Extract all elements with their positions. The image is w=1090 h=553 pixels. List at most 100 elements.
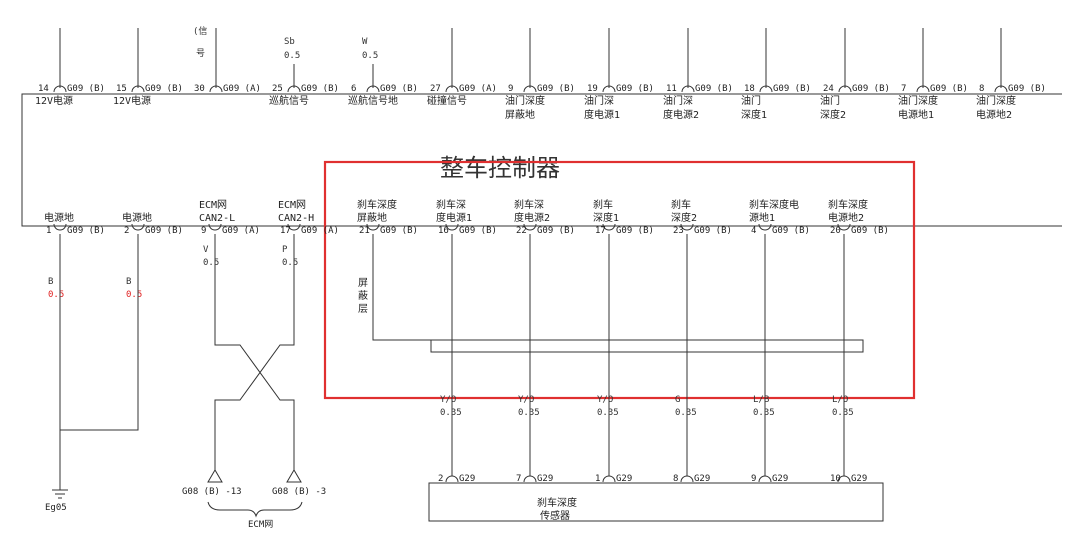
bottom-pin-conn: G09 (B) <box>772 226 810 236</box>
wire-size: 0.35 <box>753 408 775 418</box>
connector-arc-icon <box>758 475 772 483</box>
bottom-pin-label-1: 刹车深 <box>436 198 466 211</box>
ecm-connector-1-label: G08 (B) -13 <box>182 487 242 497</box>
wire-size: 0.5 <box>203 258 219 268</box>
ground-label: Eg05 <box>45 503 67 513</box>
bottom-pin-number: 17 <box>280 226 291 236</box>
connector-arc-icon <box>680 223 694 231</box>
bottom-pin-label-2: CAN2-L <box>199 213 235 224</box>
bottom-pin-label-2: 深度2 <box>671 211 697 224</box>
top-pin-conn: G09 (B) <box>695 84 733 94</box>
top-pin-number: 27 <box>430 84 441 94</box>
bottom-pin-conn: G09 (B) <box>537 226 575 236</box>
connector-arc-icon <box>602 223 616 231</box>
top-wire-label-1: (信 <box>193 25 207 37</box>
bottom-pin-conn: G09 (B) <box>616 226 654 236</box>
wire-size: 0.5 <box>282 258 298 268</box>
top-pin-conn: G09 (B) <box>852 84 890 94</box>
wire-color: G <box>675 395 680 405</box>
wire-size: 0.35 <box>518 408 540 418</box>
bottom-pin-label-2: 深度1 <box>593 211 619 224</box>
top-pin-number: 30 <box>194 84 205 94</box>
wire-color: V <box>203 245 209 255</box>
ground-symbol-icon <box>52 489 68 499</box>
top-pin-label-1: 12V电源 <box>35 94 73 107</box>
connector-arc-icon <box>445 85 459 93</box>
connector-arc-icon <box>131 223 145 231</box>
top-pin-conn: G09 (B) <box>67 84 105 94</box>
sensor-pin-conn: G29 <box>851 474 867 484</box>
wire-size: 0.5 <box>126 290 142 300</box>
connector-arc-icon <box>366 85 380 93</box>
top-pin-number: 18 <box>744 84 755 94</box>
top-pin-number: 6 <box>351 84 356 94</box>
wire-color: P <box>282 245 288 255</box>
wire-size: 0.35 <box>440 408 462 418</box>
bottom-pin-conn: G09 (A) <box>222 226 260 236</box>
top-pin-number: 8 <box>979 84 984 94</box>
connector-arc-icon <box>523 223 537 231</box>
brake-sensor-box <box>428 482 884 522</box>
can-h-wire <box>214 234 295 470</box>
bottom-pin-conn: G09 (B) <box>145 226 183 236</box>
sensor-pin-conn: G29 <box>616 474 632 484</box>
bottom-pin-label-2: 度电源2 <box>514 211 550 224</box>
controller-outline <box>21 93 1062 227</box>
bottom-pin-number: 21 <box>359 226 370 236</box>
top-pin-label-1: 油门深 <box>584 94 614 107</box>
can-l-wire <box>214 234 295 470</box>
highlight-box <box>323 160 916 400</box>
top-pin-label-2: 电源地1 <box>898 108 934 121</box>
bottom-pin-label-2: 电源地 <box>122 211 152 224</box>
top-pin-conn: G09 (B) <box>145 84 183 94</box>
shield-label-2: 蔽 <box>358 290 368 302</box>
top-pin-number: 19 <box>587 84 598 94</box>
top-pin-label-1: 油门 <box>820 94 840 107</box>
connector-arc-icon <box>209 85 223 93</box>
top-pin-label-2: 深度2 <box>820 108 846 121</box>
connector-arc-icon <box>837 475 851 483</box>
ecm-connector-2-label: G08 (B) -3 <box>272 487 326 497</box>
bottom-pin-label-2: 电源地 <box>44 211 74 224</box>
top-pin-conn: G09 (B) <box>1008 84 1046 94</box>
top-pin-label-1: 巡航信号地 <box>348 94 398 107</box>
sensor-label-2: 传感器 <box>540 509 570 522</box>
top-pin-label-1: 巡航信号 <box>269 94 309 107</box>
bottom-pin-label-1: 刹车深度 <box>357 198 397 211</box>
bottom-pin-label-2: 度电源1 <box>436 211 472 224</box>
shield-label-3: 层 <box>358 303 368 315</box>
connector-arc-icon <box>916 85 930 93</box>
sensor-pin-conn: G29 <box>694 474 710 484</box>
connector-arc-icon <box>445 475 459 483</box>
sensor-pin-number: 1 <box>595 474 600 484</box>
top-pin-label-1: 碰撞信号 <box>427 94 467 107</box>
bottom-pin-label-2: 源地1 <box>749 211 775 224</box>
top-pin-conn: G09 (B) <box>380 84 418 94</box>
sensor-pin-conn: G29 <box>772 474 788 484</box>
wire-color: Y/O <box>440 395 456 405</box>
wire-color: L/B <box>753 395 769 405</box>
top-wire-label-6: 0.5 <box>362 51 378 61</box>
sensor-label-1: 刹车深度 <box>537 496 577 509</box>
connector-arc-icon <box>681 85 695 93</box>
top-pin-number: 15 <box>116 84 127 94</box>
top-pin-conn: G09 (B) <box>301 84 339 94</box>
bottom-pin-label-2: CAN2-H <box>278 213 314 224</box>
bottom-pin-label-1: 刹车深度 <box>828 198 868 211</box>
bottom-pin-label-1: 刹车深度电 <box>749 198 799 211</box>
ecm-connector-2-icon <box>286 469 302 483</box>
bottom-pin-label-1: ECM网 <box>199 199 227 211</box>
sensor-pin-number: 10 <box>830 474 841 484</box>
sensor-pin-number: 8 <box>673 474 678 484</box>
bottom-pin-label-1: 刹车深 <box>514 198 544 211</box>
